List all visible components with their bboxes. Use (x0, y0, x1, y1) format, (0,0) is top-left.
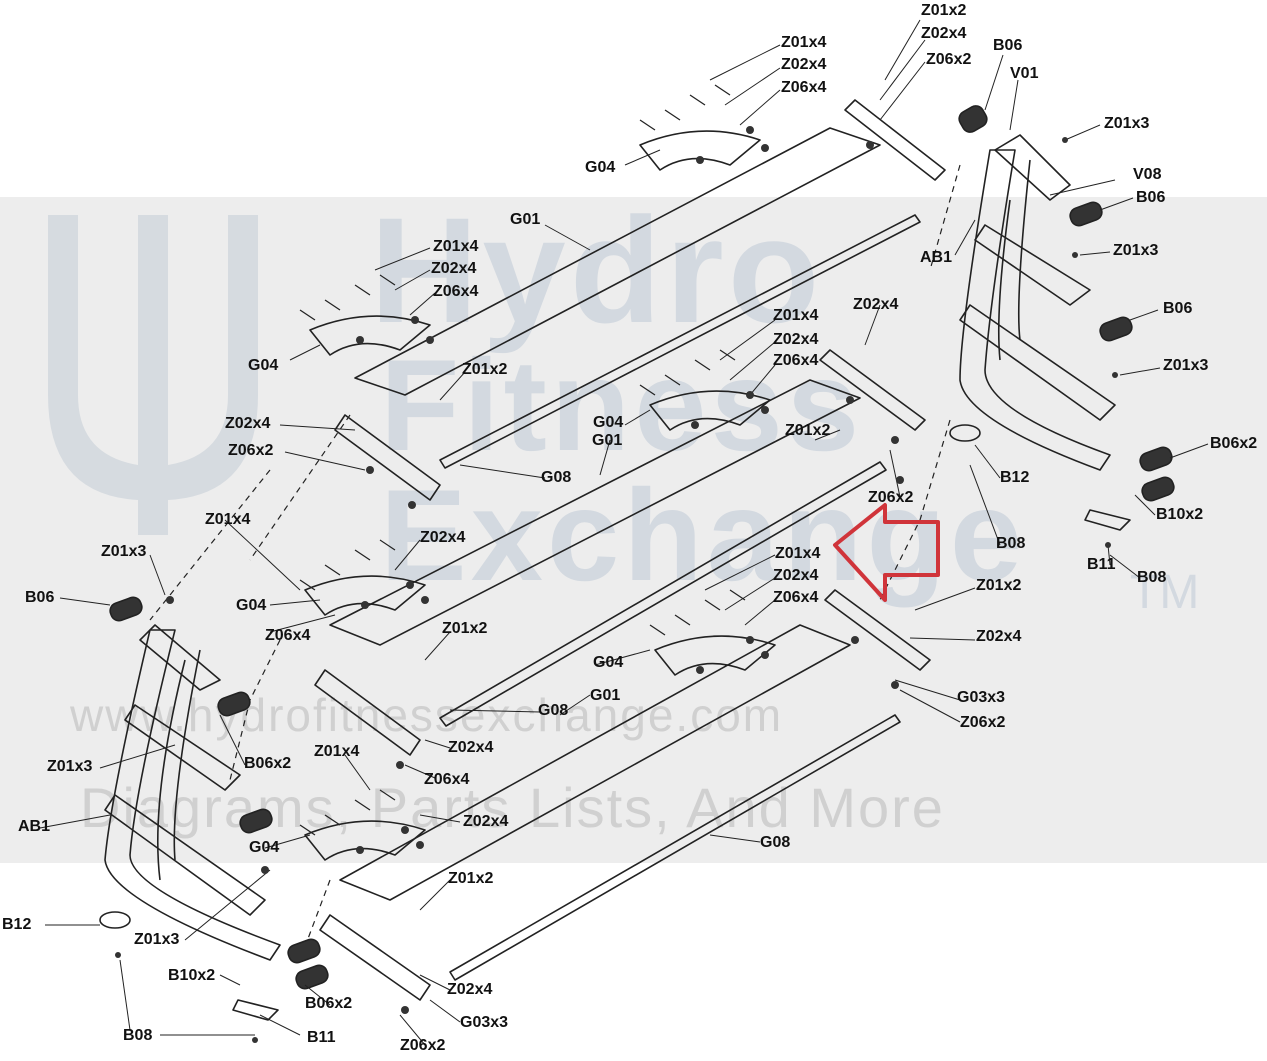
part-label: Z01x2 (448, 870, 494, 887)
part-label: G08 (760, 834, 791, 851)
part-label: Z01x2 (976, 577, 1022, 594)
part-label: Z02x4 (431, 260, 477, 277)
part-label: Z02x4 (921, 25, 967, 42)
part-label: G08 (541, 469, 572, 486)
part-label: Z06x4 (424, 771, 470, 788)
part-label: Z01x4 (433, 238, 479, 255)
part-label: B06 (1136, 189, 1166, 206)
rail-g01-top (354, 127, 921, 469)
part-label: Z01x4 (781, 34, 827, 51)
rail-g01-bottom (339, 624, 901, 981)
part-label: V01 (1010, 65, 1039, 82)
bracket-upper-1 (334, 349, 926, 501)
part-label: Z06x2 (926, 51, 972, 68)
part-label: B10x2 (1156, 506, 1204, 523)
part-label: G04 (593, 414, 624, 431)
part-label: B06 (25, 589, 55, 606)
part-label: G08 (538, 702, 569, 719)
part-label: B06 (993, 37, 1023, 54)
part-label: Z01x3 (101, 543, 147, 560)
part-label: Z01x2 (462, 361, 508, 378)
part-label: Z02x4 (773, 331, 819, 348)
part-label: Z06x4 (781, 79, 827, 96)
watermark-line-2: Fitness (380, 332, 864, 478)
part-label: B11 (307, 1029, 336, 1046)
part-label: G03x3 (957, 689, 1006, 706)
part-label: G04 (593, 654, 624, 671)
part-label: Z06x2 (400, 1037, 446, 1054)
part-label: Z02x4 (225, 415, 271, 432)
part-label: G04 (249, 839, 280, 856)
part-label: Z02x4 (448, 739, 494, 756)
ladder-left (104, 624, 281, 961)
part-label: Z01x3 (1104, 115, 1150, 132)
part-label: Z06x4 (773, 589, 819, 606)
part-label: B06x2 (244, 755, 292, 772)
watermark-line-1: Hydro (370, 186, 824, 354)
part-label: Z02x4 (853, 296, 899, 313)
part-label: Z01x4 (775, 545, 821, 562)
callout-arrow-icon (833, 503, 940, 602)
rail-g01-middle (329, 379, 887, 727)
part-label: B12 (1000, 469, 1030, 486)
part-label: Z01x2 (442, 620, 488, 637)
watermark-tm: TM (1130, 566, 1200, 619)
part-label: Z01x2 (785, 422, 831, 439)
part-label: G04 (585, 159, 616, 176)
part-label: Z01x4 (205, 511, 251, 528)
part-label: Z06x4 (265, 627, 311, 644)
bracket-low-1 (319, 914, 431, 1001)
part-label: V08 (1133, 166, 1162, 183)
part-label: G01 (590, 687, 621, 704)
part-label: Z02x4 (463, 813, 509, 830)
watermark-tagline: Diagrams, Parts Lists, And More (80, 776, 945, 839)
part-label: G01 (510, 211, 541, 228)
part-label: Z06x2 (960, 714, 1006, 731)
part-label: AB1 (920, 249, 953, 266)
part-label: B06x2 (305, 995, 353, 1012)
part-label: Z02x4 (781, 56, 827, 73)
watermark-band (0, 197, 1267, 863)
part-label: B12 (2, 916, 32, 933)
part-label: Z01x4 (773, 307, 819, 324)
part-label: G04 (248, 357, 279, 374)
part-label: B06x2 (1210, 435, 1258, 452)
part-label: G04 (236, 597, 267, 614)
part-label: B08 (996, 535, 1026, 552)
part-label: B08 (1137, 569, 1167, 586)
part-label: Z02x4 (976, 628, 1022, 645)
bracket-mid-1 (314, 589, 931, 756)
part-label: G03x3 (460, 1014, 509, 1031)
part-label: Z06x2 (868, 489, 914, 506)
part-label: B11 (1087, 556, 1116, 573)
part-label: Z01x3 (1113, 242, 1159, 259)
part-label: G01 (592, 432, 623, 449)
part-label: Z01x4 (314, 743, 360, 760)
watermark-logo-icon (48, 215, 258, 535)
ladder-right (959, 134, 1116, 471)
part-label: Z01x3 (47, 758, 93, 775)
part-label: Z01x3 (134, 931, 180, 948)
part-label: Z01x3 (1163, 357, 1209, 374)
part-label: Z06x4 (773, 352, 819, 369)
part-label: B06 (1163, 300, 1193, 317)
part-label: AB1 (18, 818, 51, 835)
part-label: B10x2 (168, 967, 216, 984)
part-label: B08 (123, 1027, 153, 1044)
part-label: Z01x2 (921, 2, 967, 19)
part-label: Z02x4 (773, 567, 819, 584)
part-label: Z02x4 (420, 529, 466, 546)
part-label: Z02x4 (447, 981, 493, 998)
part-label: Z06x2 (228, 442, 274, 459)
part-label: Z06x4 (433, 283, 479, 300)
